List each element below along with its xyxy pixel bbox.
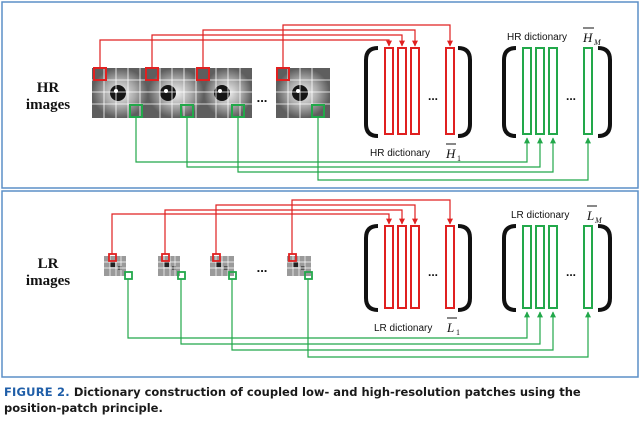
lr-red-ellipsis: ...	[428, 265, 438, 279]
lr-panel: LR images ...	[1, 190, 639, 378]
lr-red-connectors	[111, 199, 453, 254]
hr-green-connectors	[135, 117, 591, 181]
hr-green-dictionary: ...	[502, 46, 612, 138]
hr-green-ellipsis: ...	[566, 89, 576, 103]
hr-image-4	[276, 68, 330, 118]
lr-dict-red-sub: 1	[456, 328, 460, 337]
hr-red-ellipsis: ...	[428, 89, 438, 103]
hr-red-connectors	[99, 24, 453, 68]
lr-patch-grid	[104, 256, 311, 276]
hr-image-1	[92, 68, 148, 118]
lr-green-connectors	[127, 279, 591, 358]
hr-panel: HR images	[1, 1, 639, 189]
hr-images-ellipsis: ...	[257, 90, 268, 105]
lr-dict-red-symbol: L	[446, 320, 454, 335]
lr-green-ellipsis: ...	[566, 265, 576, 279]
hr-red-dictionary: ...	[364, 46, 472, 138]
caption-text: Dictionary construction of coupled low- …	[4, 385, 581, 415]
lr-image-1	[104, 256, 126, 276]
hr-dict-green-label: HR dictionary	[507, 32, 567, 43]
hr-dict-green-sub: M	[593, 38, 602, 47]
hr-dict-red-symbol: H	[445, 146, 456, 161]
lr-label-line2: images	[26, 273, 70, 289]
lr-images-ellipsis: ...	[257, 260, 268, 275]
lr-dict-green-sub: M	[594, 216, 603, 225]
lr-dict-green-symbol: L	[586, 208, 594, 223]
lr-green-dictionary: ...	[502, 224, 612, 312]
hr-dict-green-symbol: H	[582, 30, 593, 45]
lr-red-patches	[108, 253, 297, 262]
lr-dict-green-label: LR dictionary	[511, 210, 569, 221]
hr-label-line1: HR	[37, 80, 60, 96]
figure-caption: FIGURE 2. Dictionary construction of cou…	[4, 384, 636, 416]
lr-label-line1: LR	[38, 256, 59, 272]
caption-label: FIGURE 2.	[4, 385, 70, 399]
hr-dict-red-sub: 1	[457, 154, 461, 163]
lr-dict-red-label: LR dictionary	[374, 323, 432, 334]
hr-label-line2: images	[26, 97, 70, 113]
figure-diagram: HR images	[1, 1, 639, 378]
lr-red-dictionary: ...	[364, 224, 472, 312]
hr-dict-red-label: HR dictionary	[370, 148, 430, 159]
